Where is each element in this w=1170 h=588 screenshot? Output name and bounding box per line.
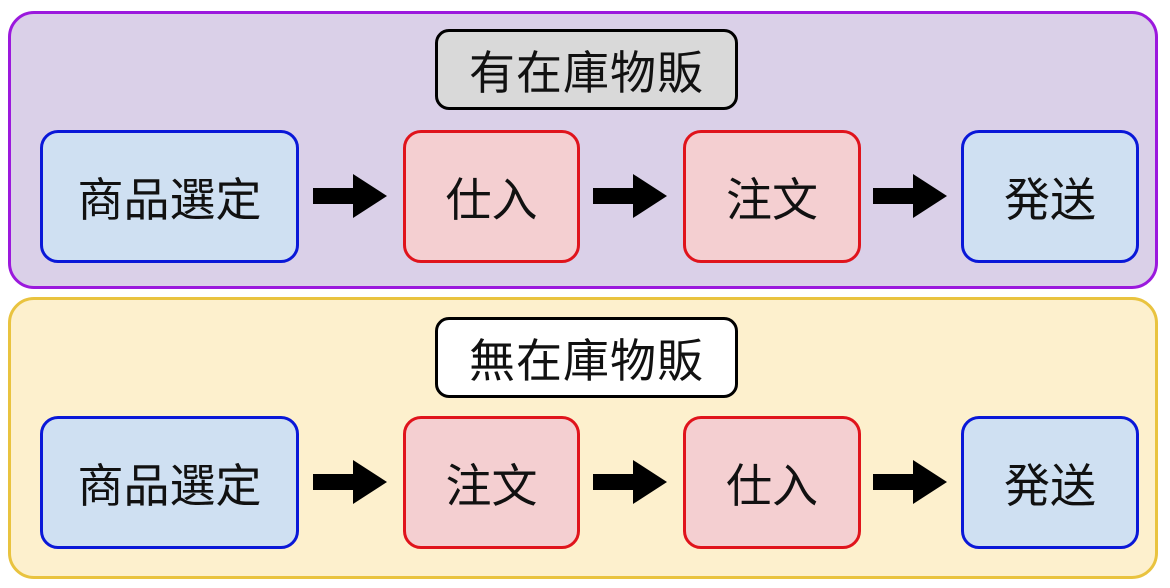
- step-node: 仕入: [403, 130, 580, 263]
- step-node: 注文: [683, 130, 861, 263]
- right-arrow-icon: [313, 460, 387, 504]
- step-node: 商品選定: [40, 416, 299, 549]
- right-arrow-icon: [873, 460, 947, 504]
- section-title: 有在庫物販: [435, 29, 738, 110]
- step-node: 発送: [961, 130, 1139, 263]
- inventory-sales-panel: 有在庫物販 商品選定 仕入 注文 発送: [8, 11, 1158, 289]
- right-arrow-icon: [313, 174, 387, 218]
- right-arrow-icon: [593, 460, 667, 504]
- step-node: 発送: [961, 416, 1139, 549]
- right-arrow-icon: [873, 174, 947, 218]
- section-title: 無在庫物販: [435, 317, 738, 398]
- dropshipping-panel: 無在庫物販 商品選定 注文 仕入 発送: [8, 297, 1158, 579]
- step-node: 仕入: [683, 416, 861, 549]
- right-arrow-icon: [593, 174, 667, 218]
- step-node: 注文: [403, 416, 580, 549]
- step-node: 商品選定: [40, 130, 299, 263]
